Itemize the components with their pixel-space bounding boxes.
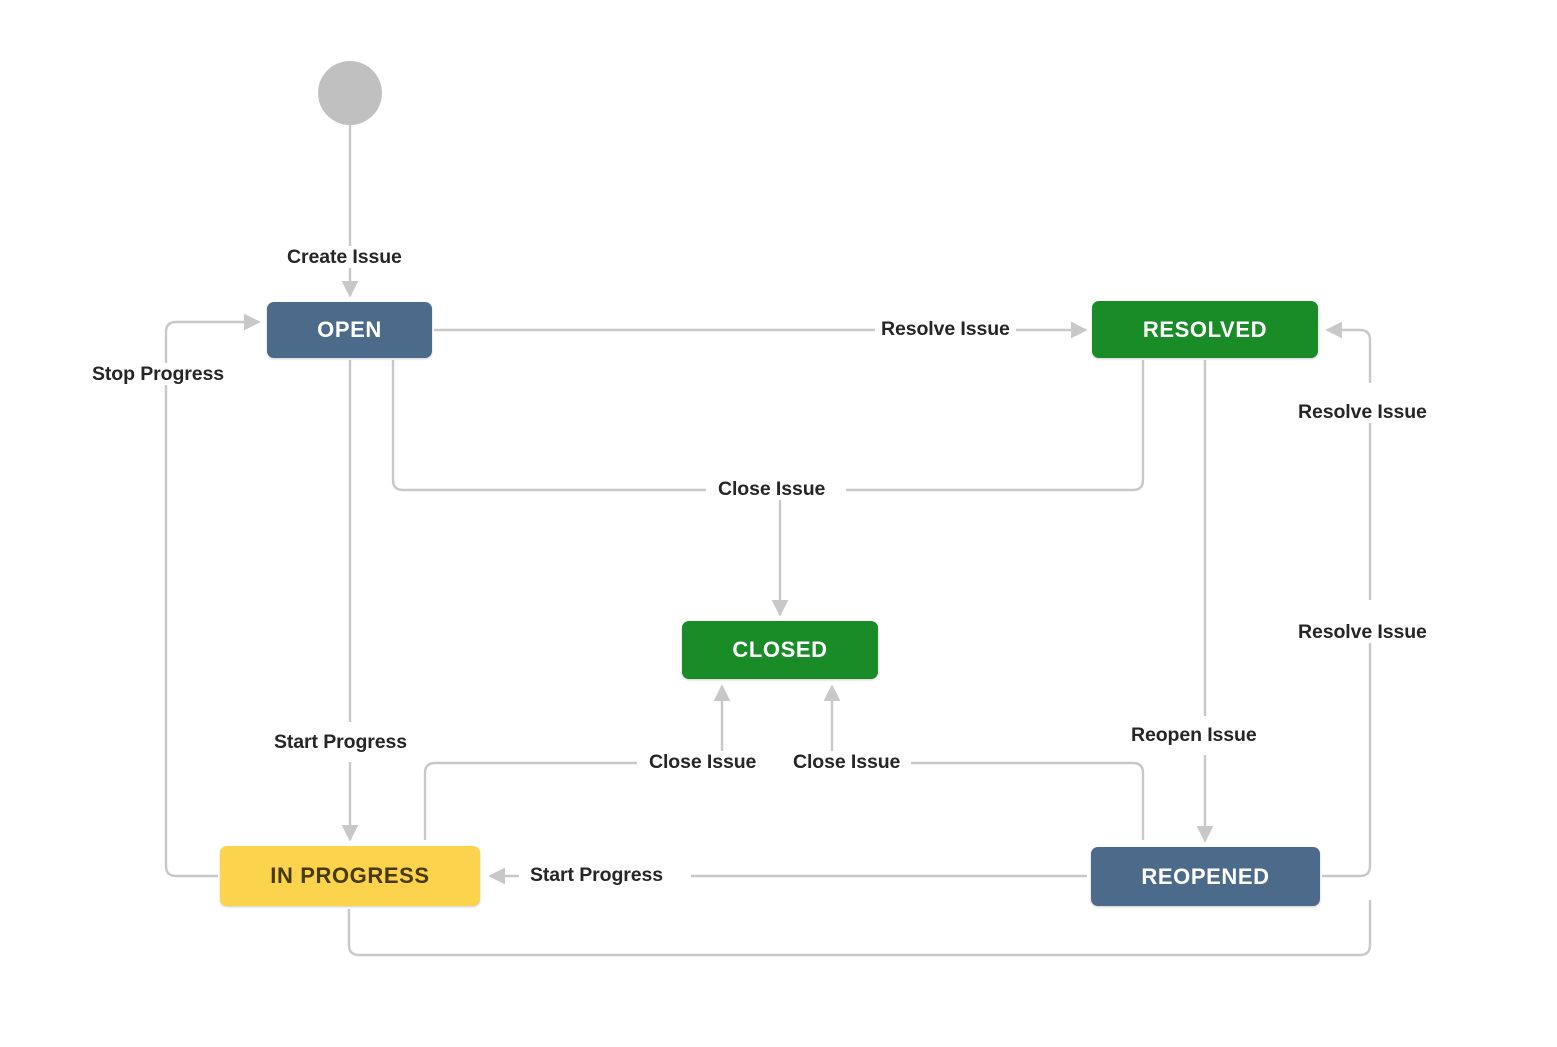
- node-closed-label: CLOSED: [732, 637, 828, 662]
- edge-reopened-resolve-3: [1325, 321, 1372, 383]
- edge-stop-progress: [164, 313, 261, 878]
- node-in-progress[interactable]: IN PROGRESS: [220, 846, 480, 906]
- edge-label-create-issue: Create Issue: [281, 246, 408, 268]
- edge-reopened-close: [911, 761, 1145, 840]
- node-open-label: OPEN: [317, 317, 382, 342]
- edge-label-reopened-close: Close Issue: [787, 751, 907, 773]
- edge-open-close-right: [846, 360, 1145, 492]
- edge-label-open-close: Close Issue: [712, 478, 832, 500]
- edge-reopened-resolve: [1322, 640, 1372, 878]
- edge-label-reopen-issue: Reopen Issue: [1125, 724, 1263, 746]
- node-reopened[interactable]: REOPENED: [1091, 847, 1320, 906]
- node-reopened-label: REOPENED: [1141, 863, 1270, 889]
- edge-label-start-progress: Start Progress: [268, 731, 413, 753]
- edge-label-inprog-resolve: Resolve Issue: [1292, 621, 1433, 643]
- edge-open-close: [391, 360, 706, 492]
- node-in-progress-label: IN PROGRESS: [270, 863, 430, 888]
- start-node[interactable]: [318, 61, 382, 125]
- edge-label-open-resolve: Resolve Issue: [875, 318, 1016, 340]
- edge-inprog-resolve: [347, 900, 1372, 957]
- node-open[interactable]: OPEN: [267, 302, 432, 358]
- edge-label-inprog-close: Close Issue: [643, 751, 763, 773]
- node-resolved[interactable]: RESOLVED: [1092, 301, 1318, 358]
- edge-label-stop-progress: Stop Progress: [86, 363, 230, 385]
- node-closed[interactable]: CLOSED: [682, 621, 878, 679]
- edge-inprog-close: [423, 761, 637, 840]
- node-resolved-label: RESOLVED: [1142, 316, 1268, 342]
- edge-label-reopened-resolve: Resolve Issue: [1292, 401, 1433, 423]
- edge-label-reopened-start: Start Progress: [524, 864, 669, 886]
